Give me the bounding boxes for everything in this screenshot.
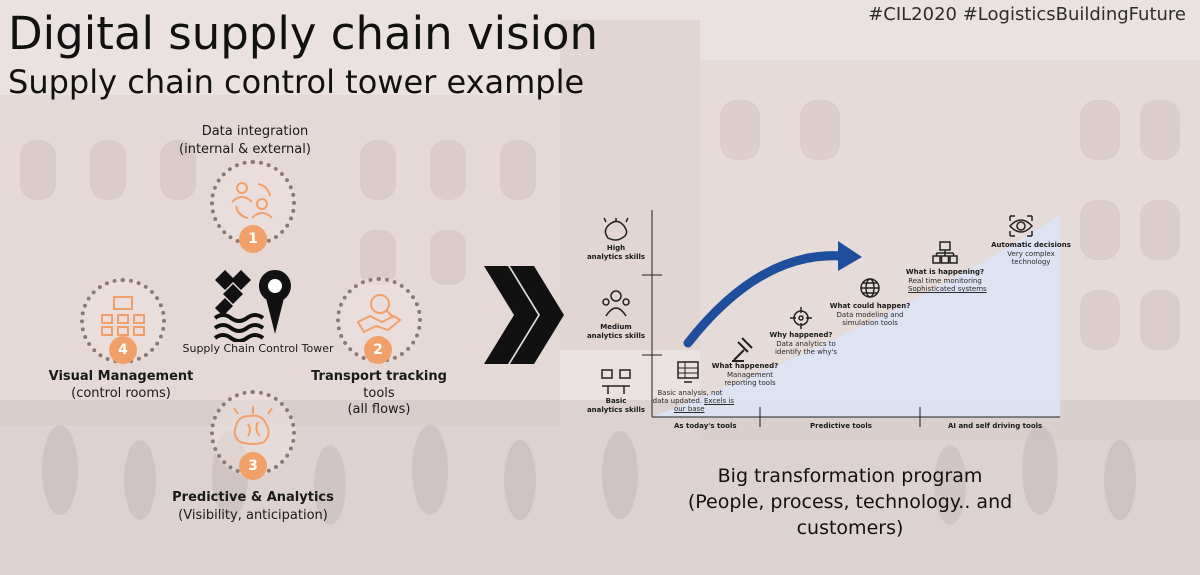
step-3-title: Why happened? xyxy=(769,331,833,339)
step-5-title: What is happening? xyxy=(905,268,985,276)
node-2-note-2: (all flows) xyxy=(347,402,411,417)
node-4-note: (control rooms) xyxy=(71,386,171,401)
node-1-badge: 1 xyxy=(239,225,267,253)
people-cycle-icon xyxy=(231,182,273,219)
maturity-chart xyxy=(642,210,1060,427)
gavel-icon xyxy=(732,337,753,362)
x-level-ai: AI and self driving tools xyxy=(948,422,1043,430)
y-level-medium-2: analytics skills xyxy=(586,332,646,340)
y-level-basic-1: Basic xyxy=(605,397,627,405)
step-2-line-1: Management xyxy=(726,371,774,379)
step-6-line-2: technology xyxy=(1011,258,1051,266)
step-1-link-2[interactable]: our base xyxy=(674,405,705,413)
brain-network-icon xyxy=(603,217,629,241)
slide-title: Digital supply chain vision xyxy=(8,7,599,60)
step-3-line-1: Data analytics to xyxy=(776,340,836,348)
brain-icon xyxy=(233,406,273,445)
y-level-high-2: analytics skills xyxy=(586,253,646,261)
network-monitor-icon xyxy=(932,241,958,264)
node-3-badge: 3 xyxy=(239,452,267,480)
program-line-2: (People, process, technology.. and xyxy=(687,491,1013,513)
slide-subtitle: Supply chain control tower example xyxy=(8,63,585,101)
node-4-title: Visual Management xyxy=(48,369,194,384)
node-2-note: tools xyxy=(363,386,395,401)
node-3-title: Predictive & Analytics xyxy=(172,490,334,505)
step-5-link-1[interactable]: Sophisticated systems xyxy=(908,285,987,293)
y-level-basic-2: analytics skills xyxy=(586,406,646,414)
spreadsheet-icon xyxy=(677,361,699,383)
x-level-today: As today's tools xyxy=(674,422,737,430)
program-line-3: customers) xyxy=(796,517,904,539)
node-3-note: (Visibility, anticipation) xyxy=(178,508,328,523)
y-level-high-1: High xyxy=(606,244,626,252)
step-4-line-2: simulation tools xyxy=(842,319,898,327)
control-room-icon xyxy=(101,296,145,336)
person-gears-icon xyxy=(602,290,630,317)
node-2-title: Transport tracking xyxy=(311,369,447,384)
step-4-line-1: Data modeling and xyxy=(836,311,904,319)
globe-icon xyxy=(860,278,880,298)
hashtags: #CIL2020 #LogisticsBuildingFuture xyxy=(868,4,1186,25)
step-4-title: What could happen? xyxy=(829,302,911,310)
node-4-badge: 4 xyxy=(109,336,137,364)
step-1-line-2: data updated. xyxy=(652,397,702,405)
node-1-note: (internal & external) xyxy=(179,142,311,157)
step-1-line-1: Basic analysis, not xyxy=(657,389,723,397)
desk-worker-icon xyxy=(601,369,631,394)
step-2-line-2: reporting tools xyxy=(724,379,776,387)
control-tower-logo-icon xyxy=(213,270,291,342)
map-search-icon xyxy=(356,294,402,334)
step-1-link-1[interactable]: Excels is xyxy=(704,397,735,405)
program-title: Big transformation program xyxy=(717,465,983,487)
eye-icon xyxy=(1008,215,1034,237)
step-6-title: Automatic decisions xyxy=(991,241,1071,249)
step-6-line-1: Very complex xyxy=(1007,250,1055,258)
step-5-line-1: Real time monitoring xyxy=(908,277,982,285)
step-3-line-2: identify the why's xyxy=(774,348,838,356)
chevron-right-icon xyxy=(484,266,564,364)
node-2-badge: 2 xyxy=(364,336,392,364)
y-level-medium-1: Medium xyxy=(600,323,632,331)
center-label: Supply Chain Control Tower xyxy=(182,342,334,355)
crosshair-icon xyxy=(790,307,812,329)
node-1-title: Data integration xyxy=(201,124,309,139)
x-level-predictive: Predictive tools xyxy=(810,422,872,430)
step-2-title: What happened? xyxy=(711,362,779,370)
